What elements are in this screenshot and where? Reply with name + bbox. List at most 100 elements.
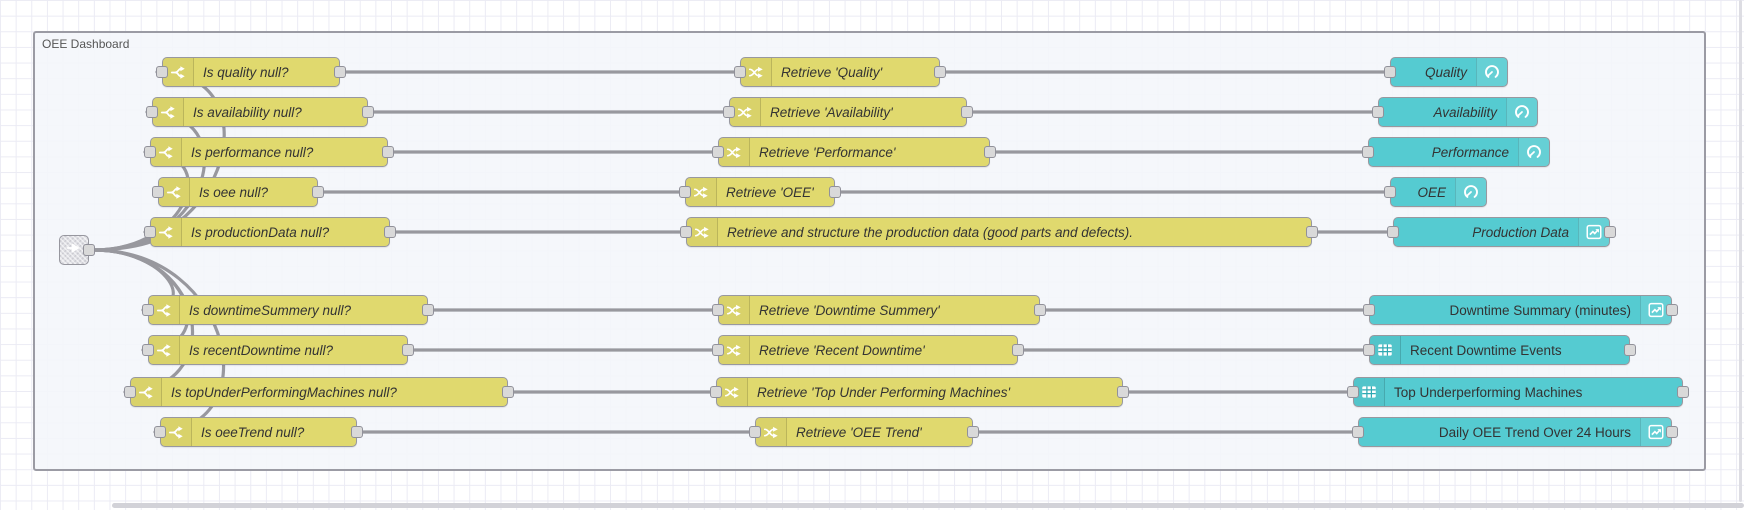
input-port[interactable] <box>1363 304 1375 316</box>
switch-icon <box>159 178 190 206</box>
change-node[interactable]: Retrieve 'Recent Downtime' <box>712 335 1024 365</box>
switch-node[interactable]: Is availability null? <box>146 97 374 127</box>
switch-node[interactable]: Is oee null? <box>152 177 324 207</box>
input-port[interactable] <box>1352 426 1364 438</box>
input-port[interactable] <box>146 106 158 118</box>
change-node[interactable]: Retrieve 'OEE Trend' <box>749 417 979 447</box>
output-port[interactable] <box>83 244 95 256</box>
node-label: Retrieve 'Downtime Summery' <box>759 302 940 318</box>
output-port[interactable] <box>1034 304 1046 316</box>
output-port[interactable] <box>362 106 374 118</box>
change-node[interactable]: Retrieve 'OEE' <box>679 177 841 207</box>
dashboard-node[interactable]: Top Underperforming Machines <box>1347 377 1689 407</box>
switch-node[interactable]: Is oeeTrend null? <box>154 417 363 447</box>
input-port[interactable] <box>1362 146 1374 158</box>
input-port[interactable] <box>1384 66 1396 78</box>
output-port[interactable] <box>1117 386 1129 398</box>
node-label: Performance <box>1431 144 1509 160</box>
dashboard-node[interactable]: Daily OEE Trend Over 24 Hours <box>1352 417 1678 447</box>
input-port[interactable] <box>680 226 692 238</box>
dashboard-node[interactable]: Availability <box>1372 97 1538 127</box>
output-port[interactable] <box>1306 226 1318 238</box>
input-port[interactable] <box>679 186 691 198</box>
input-port[interactable] <box>1363 344 1375 356</box>
dashboard-node[interactable]: Production Data <box>1387 217 1616 247</box>
output-port[interactable] <box>1666 426 1678 438</box>
output-port[interactable] <box>1012 344 1024 356</box>
change-icon <box>717 378 748 406</box>
group-label: OEE Dashboard <box>42 37 130 51</box>
input-port[interactable] <box>712 344 724 356</box>
node-label: Is availability null? <box>193 104 302 120</box>
chart-icon <box>1640 296 1671 324</box>
node-label: OEE <box>1417 184 1446 200</box>
output-port[interactable] <box>334 66 346 78</box>
input-port[interactable] <box>1387 226 1399 238</box>
dashboard-node[interactable]: Downtime Summary (minutes) <box>1363 295 1678 325</box>
gauge-icon <box>1455 178 1486 206</box>
node-label: Downtime Summary (minutes) <box>1449 302 1631 318</box>
output-port[interactable] <box>502 386 514 398</box>
input-port[interactable] <box>749 426 761 438</box>
change-icon <box>719 138 750 166</box>
switch-node[interactable]: Is downtimeSummery null? <box>142 295 434 325</box>
output-port[interactable] <box>402 344 414 356</box>
output-port[interactable] <box>934 66 946 78</box>
chart-icon <box>1640 418 1671 446</box>
table-icon <box>1354 378 1385 406</box>
input-port[interactable] <box>712 146 724 158</box>
output-port[interactable] <box>961 106 973 118</box>
dashboard-node[interactable]: Performance <box>1362 137 1550 167</box>
output-port[interactable] <box>1666 304 1678 316</box>
change-icon <box>719 296 750 324</box>
input-port[interactable] <box>710 386 722 398</box>
input-port[interactable] <box>142 304 154 316</box>
input-port[interactable] <box>712 304 724 316</box>
switch-node[interactable]: Is productionData null? <box>144 217 396 247</box>
link-in-node[interactable] <box>59 235 95 265</box>
switch-node[interactable]: Is quality null? <box>156 57 346 87</box>
input-port[interactable] <box>1384 186 1396 198</box>
input-port[interactable] <box>1372 106 1384 118</box>
dashboard-node[interactable]: OEE <box>1384 177 1487 207</box>
input-port[interactable] <box>124 386 136 398</box>
horizontal-scrollbar-thumb[interactable] <box>112 503 1744 508</box>
output-port[interactable] <box>382 146 394 158</box>
change-node[interactable]: Retrieve 'Downtime Summery' <box>712 295 1046 325</box>
output-port[interactable] <box>422 304 434 316</box>
change-node[interactable]: Retrieve and structure the production da… <box>680 217 1318 247</box>
output-port[interactable] <box>351 426 363 438</box>
input-port[interactable] <box>144 146 156 158</box>
output-port[interactable] <box>1624 344 1636 356</box>
output-port[interactable] <box>312 186 324 198</box>
input-port[interactable] <box>152 186 164 198</box>
change-node[interactable]: Retrieve 'Performance' <box>712 137 996 167</box>
output-port[interactable] <box>384 226 396 238</box>
switch-node[interactable]: Is topUnderPerformingMachines null? <box>124 377 514 407</box>
node-label: Retrieve 'Availability' <box>770 104 893 120</box>
output-port[interactable] <box>829 186 841 198</box>
vertical-scrollbar[interactable] <box>1739 0 1742 502</box>
input-port[interactable] <box>156 66 168 78</box>
change-node[interactable]: Retrieve 'Availability' <box>723 97 973 127</box>
node-label: Is quality null? <box>203 64 289 80</box>
output-port[interactable] <box>1604 226 1616 238</box>
dashboard-node[interactable]: Recent Downtime Events <box>1363 335 1636 365</box>
dashboard-node[interactable]: Quality <box>1384 57 1508 87</box>
input-port[interactable] <box>154 426 166 438</box>
output-port[interactable] <box>1677 386 1689 398</box>
input-port[interactable] <box>144 226 156 238</box>
output-port[interactable] <box>967 426 979 438</box>
switch-icon <box>149 296 180 324</box>
switch-node[interactable]: Is performance null? <box>144 137 394 167</box>
input-port[interactable] <box>723 106 735 118</box>
change-node[interactable]: Retrieve 'Top Under Performing Machines' <box>710 377 1129 407</box>
input-port[interactable] <box>734 66 746 78</box>
output-port[interactable] <box>984 146 996 158</box>
change-node[interactable]: Retrieve 'Quality' <box>734 57 946 87</box>
switch-icon <box>163 58 194 86</box>
input-port[interactable] <box>142 344 154 356</box>
switch-node[interactable]: Is recentDowntime null? <box>142 335 414 365</box>
input-port[interactable] <box>1347 386 1359 398</box>
